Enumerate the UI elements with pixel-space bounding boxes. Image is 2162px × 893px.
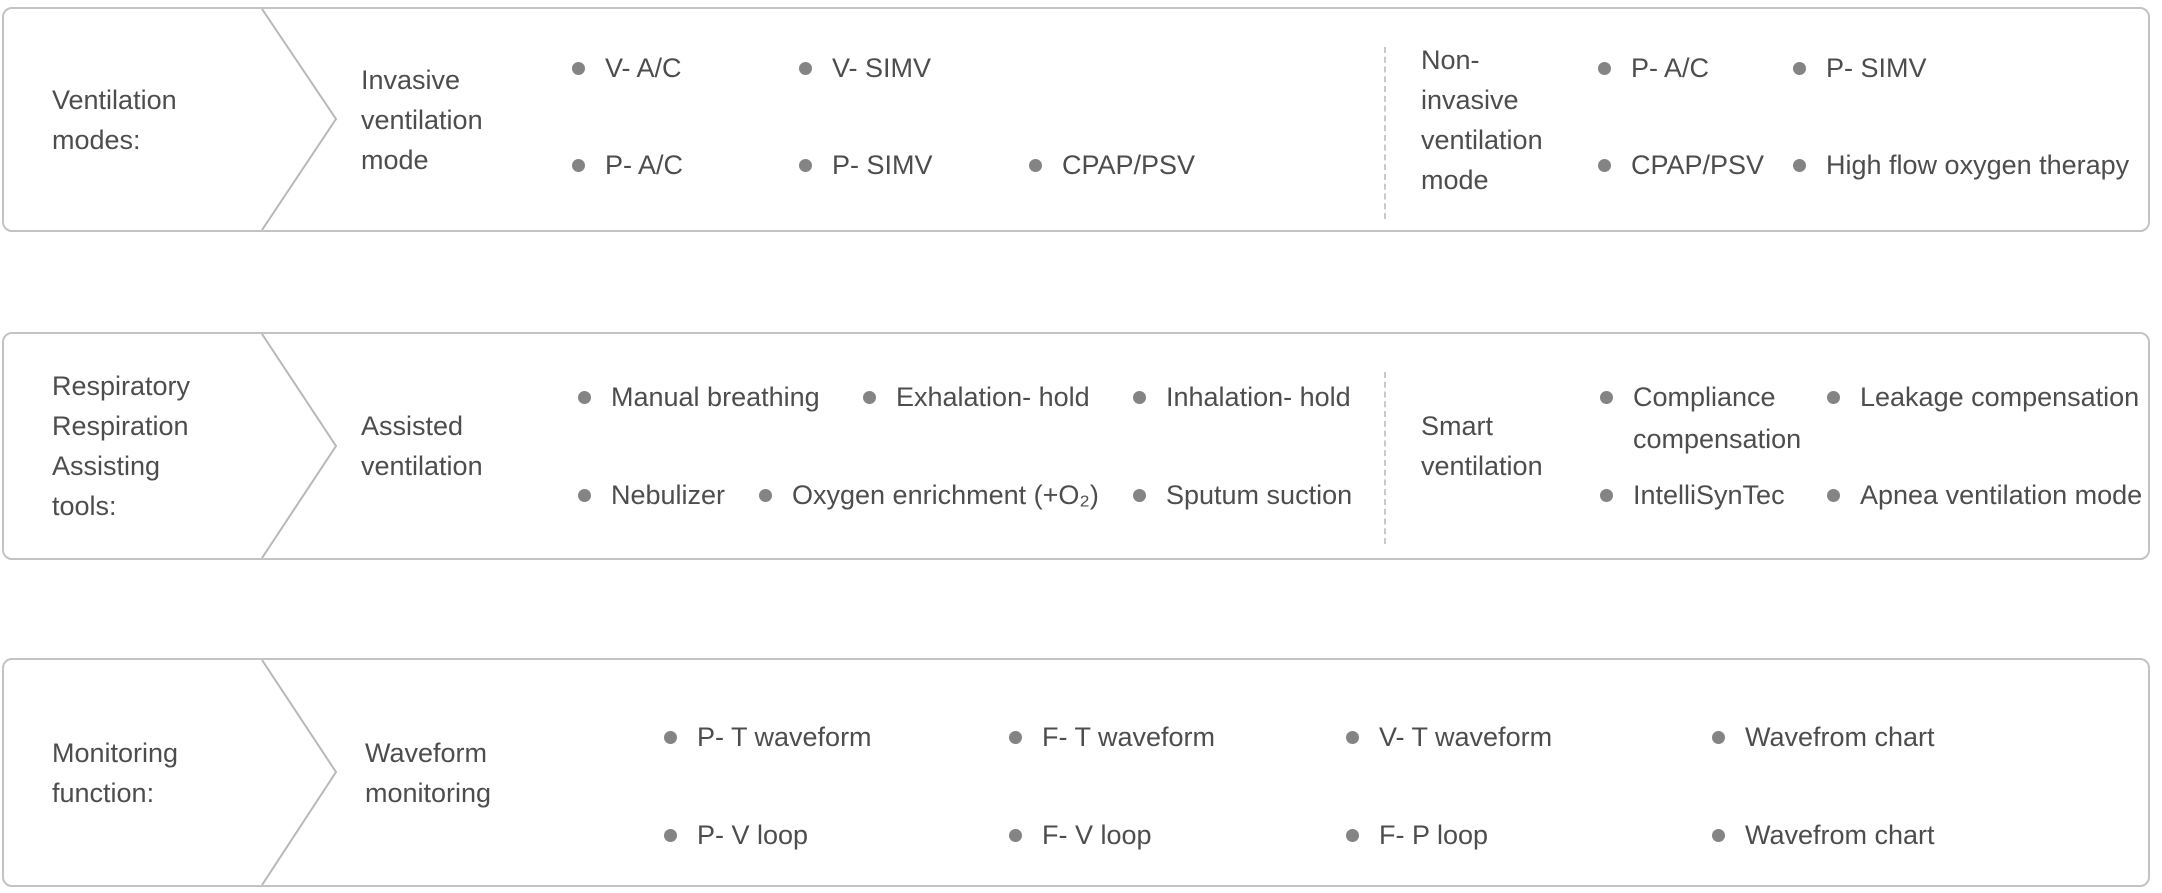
- feature-label: High flow oxygen therapy: [1826, 150, 2130, 180]
- group-label-invasive-ventilation-mode: Invasive ventilation mode: [361, 64, 483, 175]
- bullet-icon: [799, 159, 812, 172]
- feature-item: IntelliSynTec: [1600, 474, 1785, 516]
- feature-item: Inhalation- hold: [1133, 376, 1351, 418]
- bullet-icon: [1133, 489, 1146, 502]
- feature-label: Wavefrom chart: [1745, 820, 1935, 850]
- section-category-label: Monitoring function:: [52, 737, 179, 808]
- bullet-icon: [1600, 391, 1613, 404]
- feature-label: P- T waveform: [697, 722, 872, 752]
- feature-label: P- A/C: [605, 150, 684, 180]
- feature-label: Wavefrom chart: [1745, 722, 1935, 752]
- bullet-icon: [1827, 489, 1840, 502]
- feature-label: V- T waveform: [1379, 722, 1553, 752]
- section-category-label: Respiratory Respiration Assisting tools:: [52, 371, 191, 521]
- bullet-icon: [1598, 62, 1611, 75]
- bullet-icon: [1346, 731, 1359, 744]
- bullet-icon: [759, 489, 772, 502]
- feature-label: F- T waveform: [1042, 722, 1216, 752]
- feature-item: Manual breathing: [578, 376, 820, 418]
- feature-label: Leakage compensation: [1860, 382, 2140, 412]
- bullet-icon: [578, 489, 591, 502]
- section-ventilation-modes: Ventilation modes: Invasive ventilation …: [2, 7, 2150, 232]
- bullet-icon: [1009, 731, 1022, 744]
- feature-label: Compliance compensation: [1633, 382, 1802, 454]
- feature-item: Wavefrom chart: [1712, 814, 1935, 856]
- feature-item: V- T waveform: [1346, 716, 1552, 758]
- feature-item: CPAP/PSV: [1598, 144, 1764, 186]
- feature-item: P- SIMV: [799, 144, 933, 186]
- bullet-icon: [1793, 159, 1806, 172]
- feature-item: Nebulizer: [578, 474, 725, 516]
- bullet-icon: [863, 391, 876, 404]
- feature-label: P- SIMV: [832, 150, 933, 180]
- feature-item: Sputum suction: [1133, 474, 1352, 516]
- bullet-icon: [578, 391, 591, 404]
- feature-label: P- SIMV: [1826, 53, 1927, 83]
- bullet-icon: [664, 829, 677, 842]
- bullet-icon: [1712, 731, 1725, 744]
- feature-item: V- SIMV: [799, 47, 931, 89]
- group-label-non-invasive-ventilation-mode: Non- invasive ventilation mode: [1421, 44, 1543, 195]
- feature-label: Sputum suction: [1166, 480, 1353, 510]
- feature-label: CPAP/PSV: [1062, 150, 1196, 180]
- section-monitoring-function: Monitoring function: Waveform monitoring…: [2, 658, 2150, 887]
- feature-label: V- SIMV: [832, 53, 932, 83]
- section-respiration-assisting-tools: Respiratory Respiration Assisting tools:…: [2, 332, 2150, 560]
- feature-item: P- A/C: [1598, 47, 1709, 89]
- bullet-icon: [1793, 62, 1806, 75]
- feature-label: V- A/C: [605, 53, 682, 83]
- feature-item: High flow oxygen therapy: [1793, 144, 2129, 186]
- feature-item: Exhalation- hold: [863, 376, 1090, 418]
- bullet-icon: [1712, 829, 1725, 842]
- feature-label: Nebulizer: [611, 480, 726, 510]
- feature-label: P- V loop: [697, 820, 809, 850]
- feature-item: Wavefrom chart: [1712, 716, 1935, 758]
- bullet-icon: [572, 159, 585, 172]
- feature-item: CPAP/PSV: [1029, 144, 1195, 186]
- feature-item: Oxygen enrichment (+O₂): [759, 474, 1099, 516]
- bullet-icon: [1009, 829, 1022, 842]
- feature-label: F- P loop: [1379, 820, 1489, 850]
- feature-label: Exhalation- hold: [896, 382, 1090, 412]
- bullet-icon: [1029, 159, 1042, 172]
- feature-item: P- V loop: [664, 814, 808, 856]
- bullet-icon: [1600, 489, 1613, 502]
- feature-label: Oxygen enrichment (+O₂): [792, 480, 1099, 510]
- dashed-divider: [1384, 372, 1386, 544]
- feature-item: Leakage compensation: [1827, 376, 2139, 418]
- feature-item: V- A/C: [572, 47, 682, 89]
- feature-label: P- A/C: [1631, 53, 1710, 83]
- bullet-icon: [1827, 391, 1840, 404]
- feature-label: Apnea ventilation mode: [1860, 480, 2143, 510]
- group-label-smart-ventilation: Smart ventilation: [1421, 411, 1543, 481]
- bullet-icon: [1346, 829, 1359, 842]
- feature-item: F- P loop: [1346, 814, 1488, 856]
- feature-item: F- T waveform: [1009, 716, 1215, 758]
- bullet-icon: [572, 62, 585, 75]
- feature-item: F- V loop: [1009, 814, 1152, 856]
- feature-item: P- SIMV: [1793, 47, 1927, 89]
- dashed-divider: [1384, 47, 1386, 219]
- bullet-icon: [1598, 159, 1611, 172]
- feature-item: P- A/C: [572, 144, 683, 186]
- feature-label: Inhalation- hold: [1166, 382, 1351, 412]
- feature-item: P- T waveform: [664, 716, 872, 758]
- feature-label: F- V loop: [1042, 820, 1152, 850]
- group-label-assisted-ventilation: Assisted ventilation: [361, 411, 483, 481]
- bullet-icon: [799, 62, 812, 75]
- feature-item: Compliance compensation: [1600, 376, 1811, 460]
- feature-label: CPAP/PSV: [1631, 150, 1765, 180]
- feature-item: Apnea ventilation mode: [1827, 474, 2142, 516]
- section-category-label: Ventilation modes:: [52, 84, 177, 155]
- feature-label: IntelliSynTec: [1633, 480, 1785, 510]
- bullet-icon: [1133, 391, 1146, 404]
- bullet-icon: [664, 731, 677, 744]
- feature-label: Manual breathing: [611, 382, 820, 412]
- group-label-waveform-monitoring: Waveform monitoring: [365, 737, 492, 808]
